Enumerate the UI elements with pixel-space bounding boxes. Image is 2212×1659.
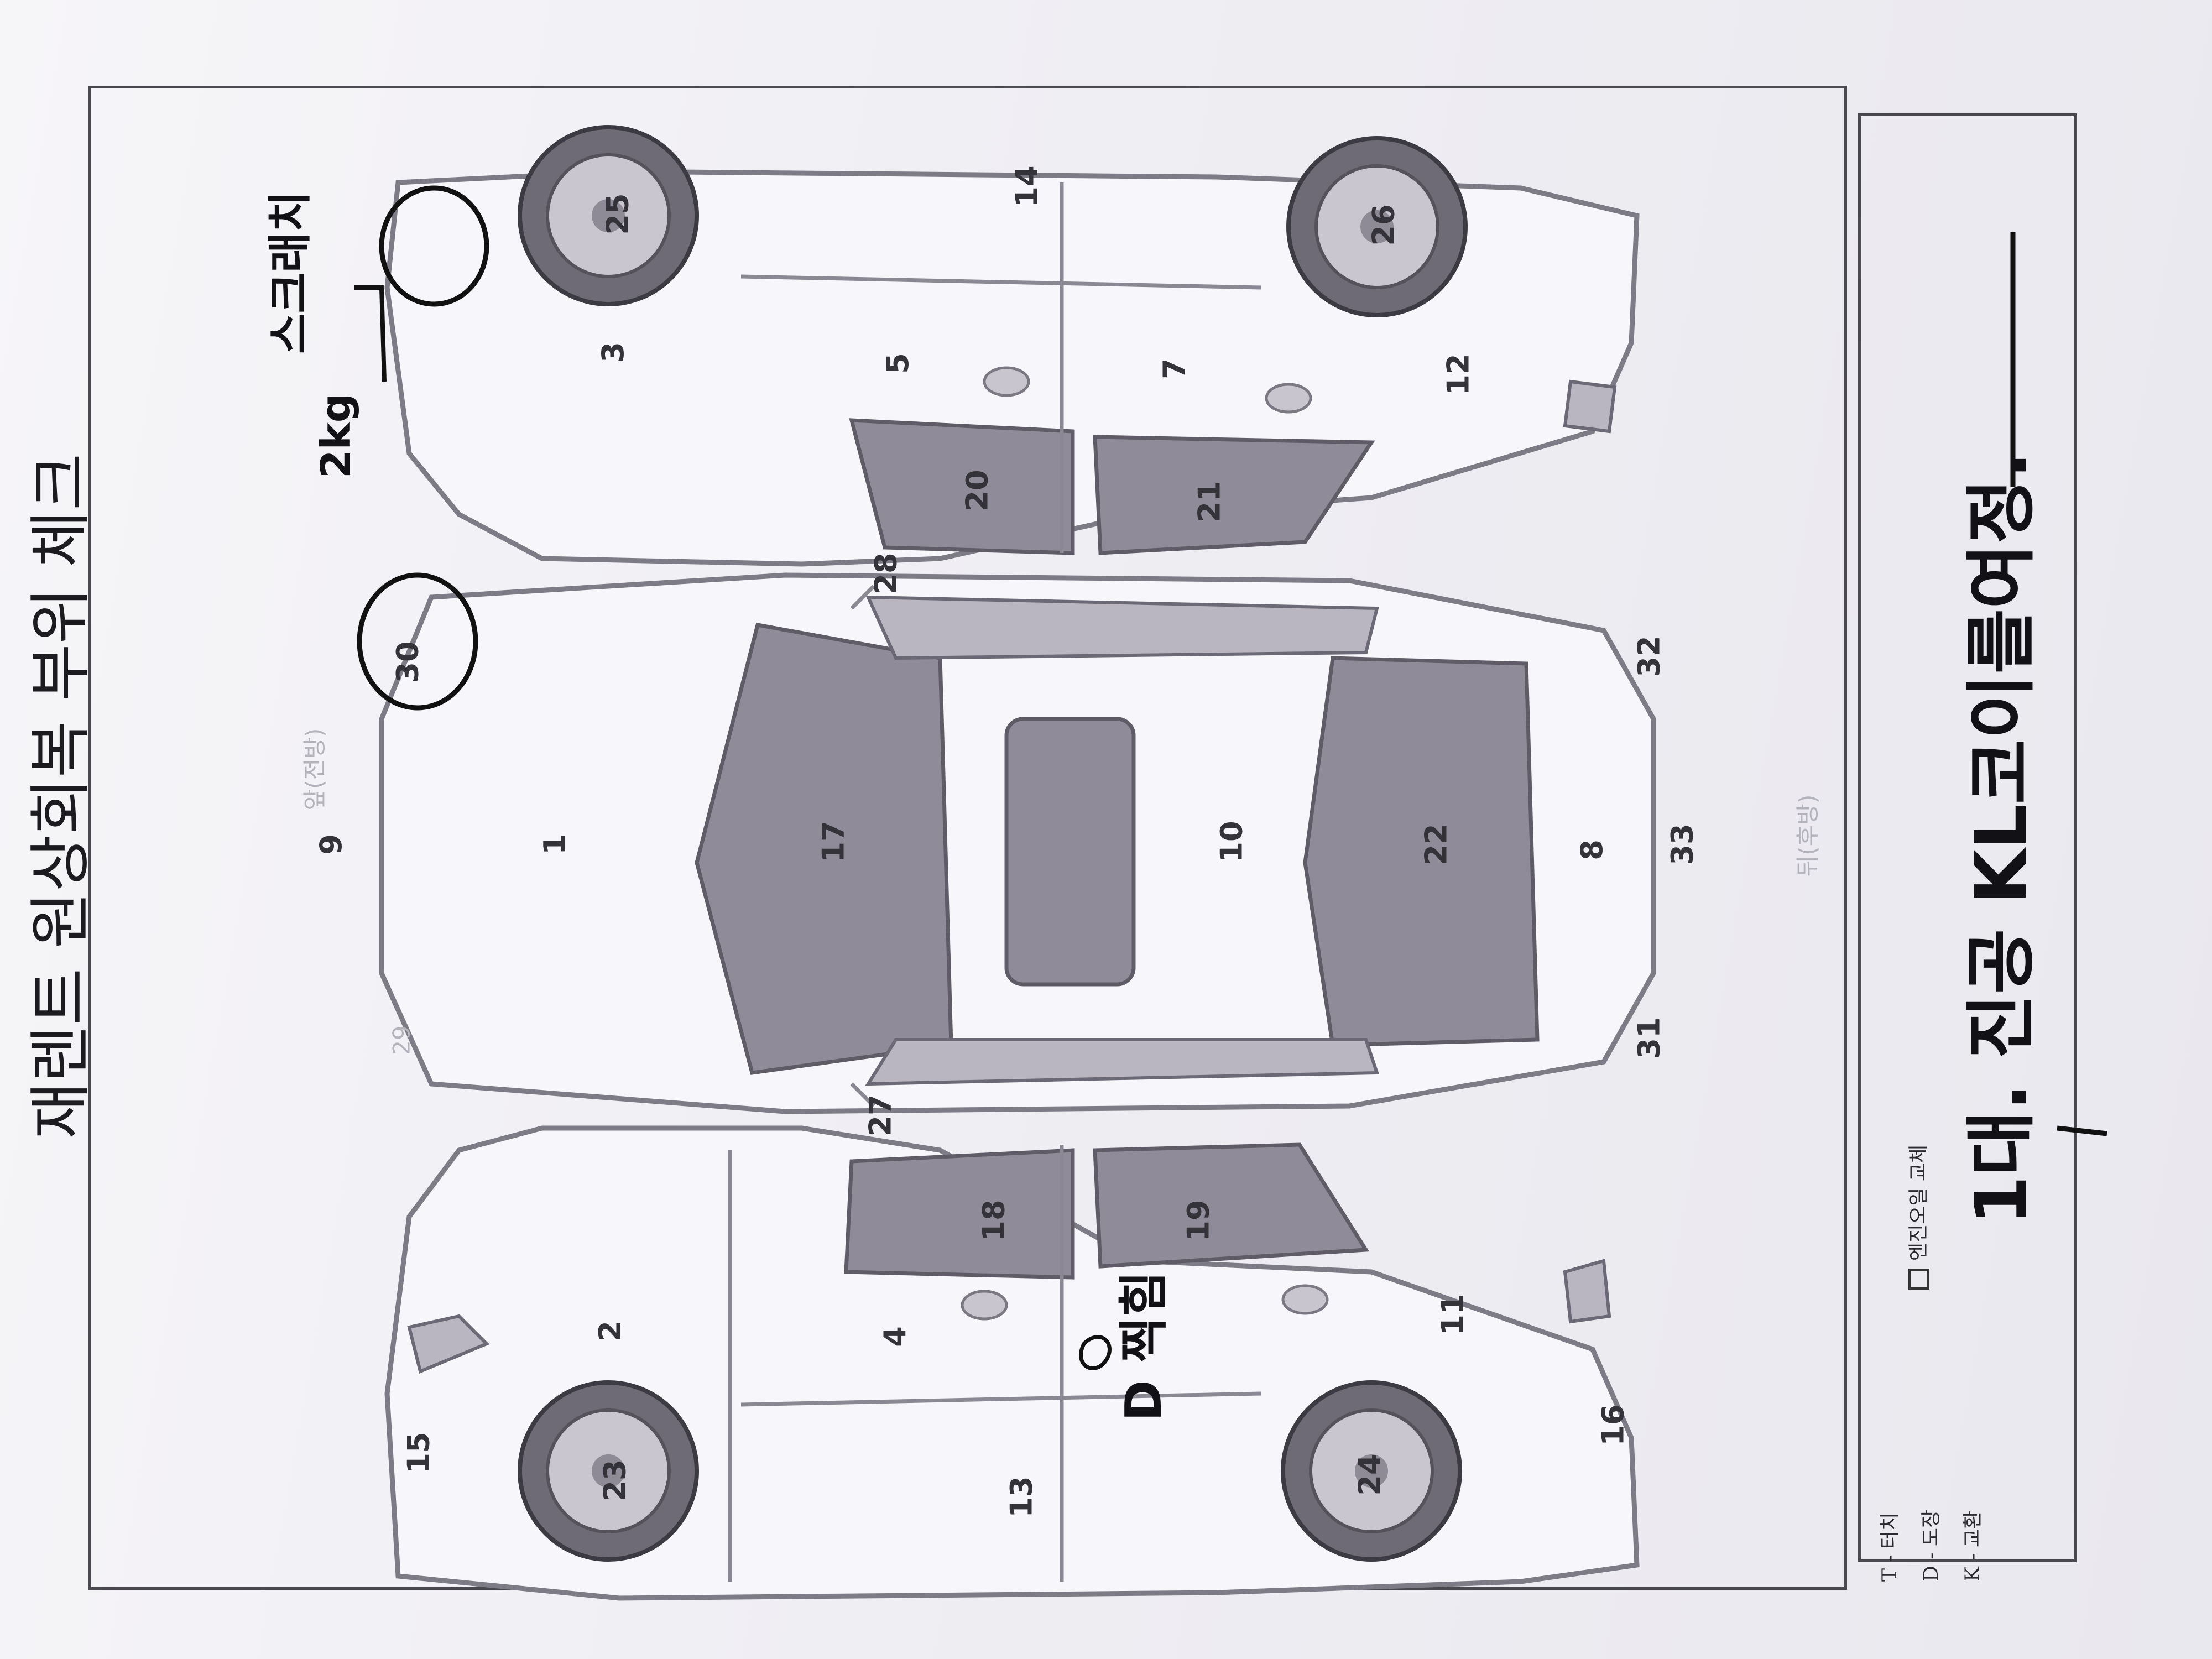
handwritten-scratch: 스크래치: [264, 191, 316, 354]
part-17: 17: [816, 821, 851, 863]
engine-oil-label: 엔진오일 교체: [1907, 1144, 1930, 1261]
part-10: 10: [1214, 821, 1249, 863]
part-29: 29: [388, 1025, 415, 1055]
part-16: 16: [1595, 1404, 1631, 1446]
handwritten-minor: 2kg: [312, 393, 360, 478]
part-22: 22: [1418, 823, 1454, 865]
car-side-right: [384, 125, 1640, 567]
part-3: 3: [595, 342, 630, 363]
part-11: 11: [1435, 1293, 1470, 1335]
part-33: 33: [1665, 823, 1700, 865]
part-24: 24: [1352, 1454, 1387, 1496]
legend-paint: D - 도장: [1920, 1509, 1943, 1582]
legend-touch: T - 터치: [1879, 1512, 1901, 1582]
part-20: 20: [959, 469, 995, 512]
part-19: 19: [1181, 1199, 1216, 1241]
part-31: 31: [1631, 1017, 1667, 1059]
legend-replace: K - 교환: [1961, 1510, 1984, 1582]
handwritten-dent: D 찍힘: [1115, 1271, 1173, 1421]
part-7: 7: [1156, 358, 1192, 379]
part-27: 27: [863, 1094, 898, 1136]
part-12: 12: [1441, 353, 1476, 395]
notes-frame: [1858, 113, 2077, 1562]
part-13: 13: [1004, 1476, 1039, 1518]
part-5: 5: [880, 353, 915, 374]
part-28: 28: [868, 552, 904, 594]
part-8: 8: [1574, 839, 1609, 860]
part-25: 25: [600, 193, 635, 235]
handwritten-marks: [354, 185, 2107, 1370]
part-2: 2: [592, 1321, 628, 1342]
car-top-view: [379, 572, 1656, 1114]
part-32: 32: [1631, 635, 1667, 677]
part-14: 14: [1009, 165, 1045, 207]
label-rear: 뒤(후방): [1794, 794, 1822, 877]
handwritten-note: 1대. 진공 KL코이를여정.: [1960, 451, 2043, 1225]
part-9: 9: [313, 834, 348, 855]
label-front: 앞(전방): [301, 728, 328, 811]
legend-engine-oil: 엔진오일 교체: [1907, 1124, 1931, 1290]
part-1: 1: [537, 834, 572, 855]
part-30: 30: [390, 641, 425, 683]
part-21: 21: [1192, 481, 1227, 523]
engine-oil-checkbox[interactable]: [1908, 1269, 1929, 1290]
part-4: 4: [877, 1326, 912, 1347]
part-26: 26: [1366, 204, 1401, 246]
part-18: 18: [976, 1199, 1011, 1241]
car-side-left: [384, 1125, 1640, 1601]
sheet-title: 재렌트 원상회복 부위 체크: [25, 453, 97, 1140]
part-15: 15: [401, 1432, 436, 1474]
part-23: 23: [597, 1459, 633, 1501]
